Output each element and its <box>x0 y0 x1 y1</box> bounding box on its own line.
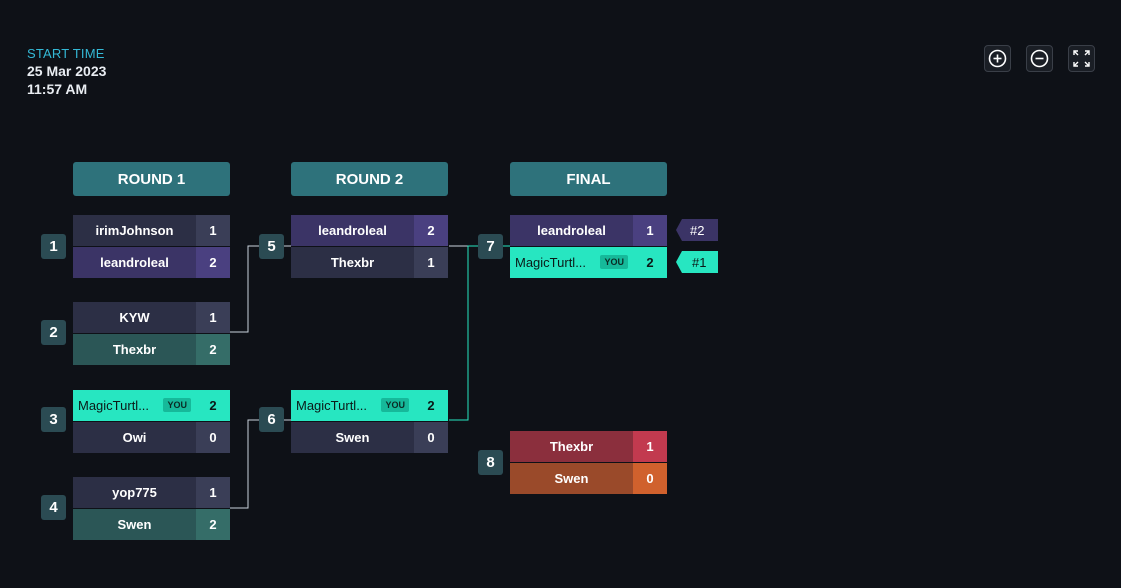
player-row[interactable]: MagicTurtl... YOU 2 <box>291 390 448 421</box>
zoom-in-icon <box>988 49 1007 68</box>
player-row[interactable]: yop775 1 <box>73 477 230 508</box>
player-score: 0 <box>196 422 230 453</box>
player-row[interactable]: Swen 0 <box>291 422 448 453</box>
player-name: irimJohnson <box>73 215 196 246</box>
match-7-final[interactable]: leandroleal 1 MagicTurtl... YOU 2 <box>510 215 667 278</box>
match-number: 2 <box>41 320 66 345</box>
match-5[interactable]: leandroleal 2 Thexbr 1 <box>291 215 448 278</box>
fullscreen-icon <box>1073 50 1090 67</box>
round-1-header: ROUND 1 <box>73 162 230 196</box>
player-row[interactable]: Swen 2 <box>73 509 230 540</box>
player-score: 2 <box>196 247 230 278</box>
player-name: Thexbr <box>73 334 196 365</box>
player-score: 0 <box>414 422 448 453</box>
match-4[interactable]: yop775 1 Swen 2 <box>73 477 230 540</box>
player-row[interactable]: leandroleal 2 <box>73 247 230 278</box>
player-name: leandroleal <box>510 215 633 246</box>
match-number: 3 <box>41 407 66 432</box>
match-number: 5 <box>259 234 284 259</box>
player-name-cell: MagicTurtl... YOU <box>510 247 633 278</box>
player-name: Swen <box>73 509 196 540</box>
match-1[interactable]: irimJohnson 1 leandroleal 2 <box>73 215 230 278</box>
player-name: Thexbr <box>291 247 414 278</box>
you-badge: YOU <box>600 255 628 269</box>
match-number: 7 <box>478 234 503 259</box>
player-row[interactable]: leandroleal 2 <box>291 215 448 246</box>
player-score: 1 <box>633 215 667 246</box>
player-score: 0 <box>633 463 667 494</box>
player-score: 2 <box>633 247 667 278</box>
fullscreen-button[interactable] <box>1068 45 1095 72</box>
player-name: Thexbr <box>510 431 633 462</box>
player-row[interactable]: MagicTurtl... YOU 2 <box>510 247 667 278</box>
player-name: KYW <box>73 302 196 333</box>
zoom-out-icon <box>1030 49 1049 68</box>
player-score: 1 <box>414 247 448 278</box>
player-score: 2 <box>196 509 230 540</box>
player-name: Owi <box>73 422 196 453</box>
zoom-in-button[interactable] <box>984 45 1011 72</box>
player-row[interactable]: leandroleal 1 <box>510 215 667 246</box>
player-score: 2 <box>196 390 230 421</box>
player-name-cell: MagicTurtl... YOU <box>73 390 196 421</box>
match-6[interactable]: MagicTurtl... YOU 2 Swen 0 <box>291 390 448 453</box>
player-row[interactable]: MagicTurtl... YOU 2 <box>73 390 230 421</box>
you-badge: YOU <box>381 398 409 412</box>
player-row[interactable]: irimJohnson 1 <box>73 215 230 246</box>
player-score: 2 <box>196 334 230 365</box>
player-row[interactable]: Owi 0 <box>73 422 230 453</box>
start-date: 25 Mar 2023 <box>27 63 107 79</box>
player-row[interactable]: Swen 0 <box>510 463 667 494</box>
player-score: 2 <box>414 215 448 246</box>
zoom-out-button[interactable] <box>1026 45 1053 72</box>
match-8-third-place[interactable]: Thexbr 1 Swen 0 <box>510 431 667 494</box>
rank-second: #2 <box>690 222 705 238</box>
player-name: leandroleal <box>73 247 196 278</box>
final-header: FINAL <box>510 162 667 196</box>
player-name: Swen <box>510 463 633 494</box>
player-name: MagicTurtl... <box>78 398 150 413</box>
player-score: 1 <box>633 431 667 462</box>
start-hour: 11:57 AM <box>27 81 88 97</box>
match-number: 8 <box>478 450 503 475</box>
match-number: 1 <box>41 234 66 259</box>
start-time-label: START TIME <box>27 46 105 61</box>
player-name: leandroleal <box>291 215 414 246</box>
match-number: 6 <box>259 407 284 432</box>
player-name: MagicTurtl... <box>296 398 368 413</box>
match-number: 4 <box>41 495 66 520</box>
match-2[interactable]: KYW 1 Thexbr 2 <box>73 302 230 365</box>
start-time: START TIME 25 Mar 2023 11:57 AM <box>27 46 106 98</box>
you-badge: YOU <box>163 398 191 412</box>
player-name: MagicTurtl... <box>515 255 587 270</box>
player-score: 1 <box>196 215 230 246</box>
player-row[interactable]: KYW 1 <box>73 302 230 333</box>
match-3[interactable]: MagicTurtl... YOU 2 Owi 0 <box>73 390 230 453</box>
player-row[interactable]: Thexbr 1 <box>510 431 667 462</box>
player-name: Swen <box>291 422 414 453</box>
player-row[interactable]: Thexbr 1 <box>291 247 448 278</box>
player-score: 1 <box>196 477 230 508</box>
rank-first: #1 <box>692 254 707 270</box>
player-score: 1 <box>196 302 230 333</box>
round-2-header: ROUND 2 <box>291 162 448 196</box>
player-score: 2 <box>414 390 448 421</box>
player-name: yop775 <box>73 477 196 508</box>
player-name-cell: MagicTurtl... YOU <box>291 390 414 421</box>
player-row[interactable]: Thexbr 2 <box>73 334 230 365</box>
